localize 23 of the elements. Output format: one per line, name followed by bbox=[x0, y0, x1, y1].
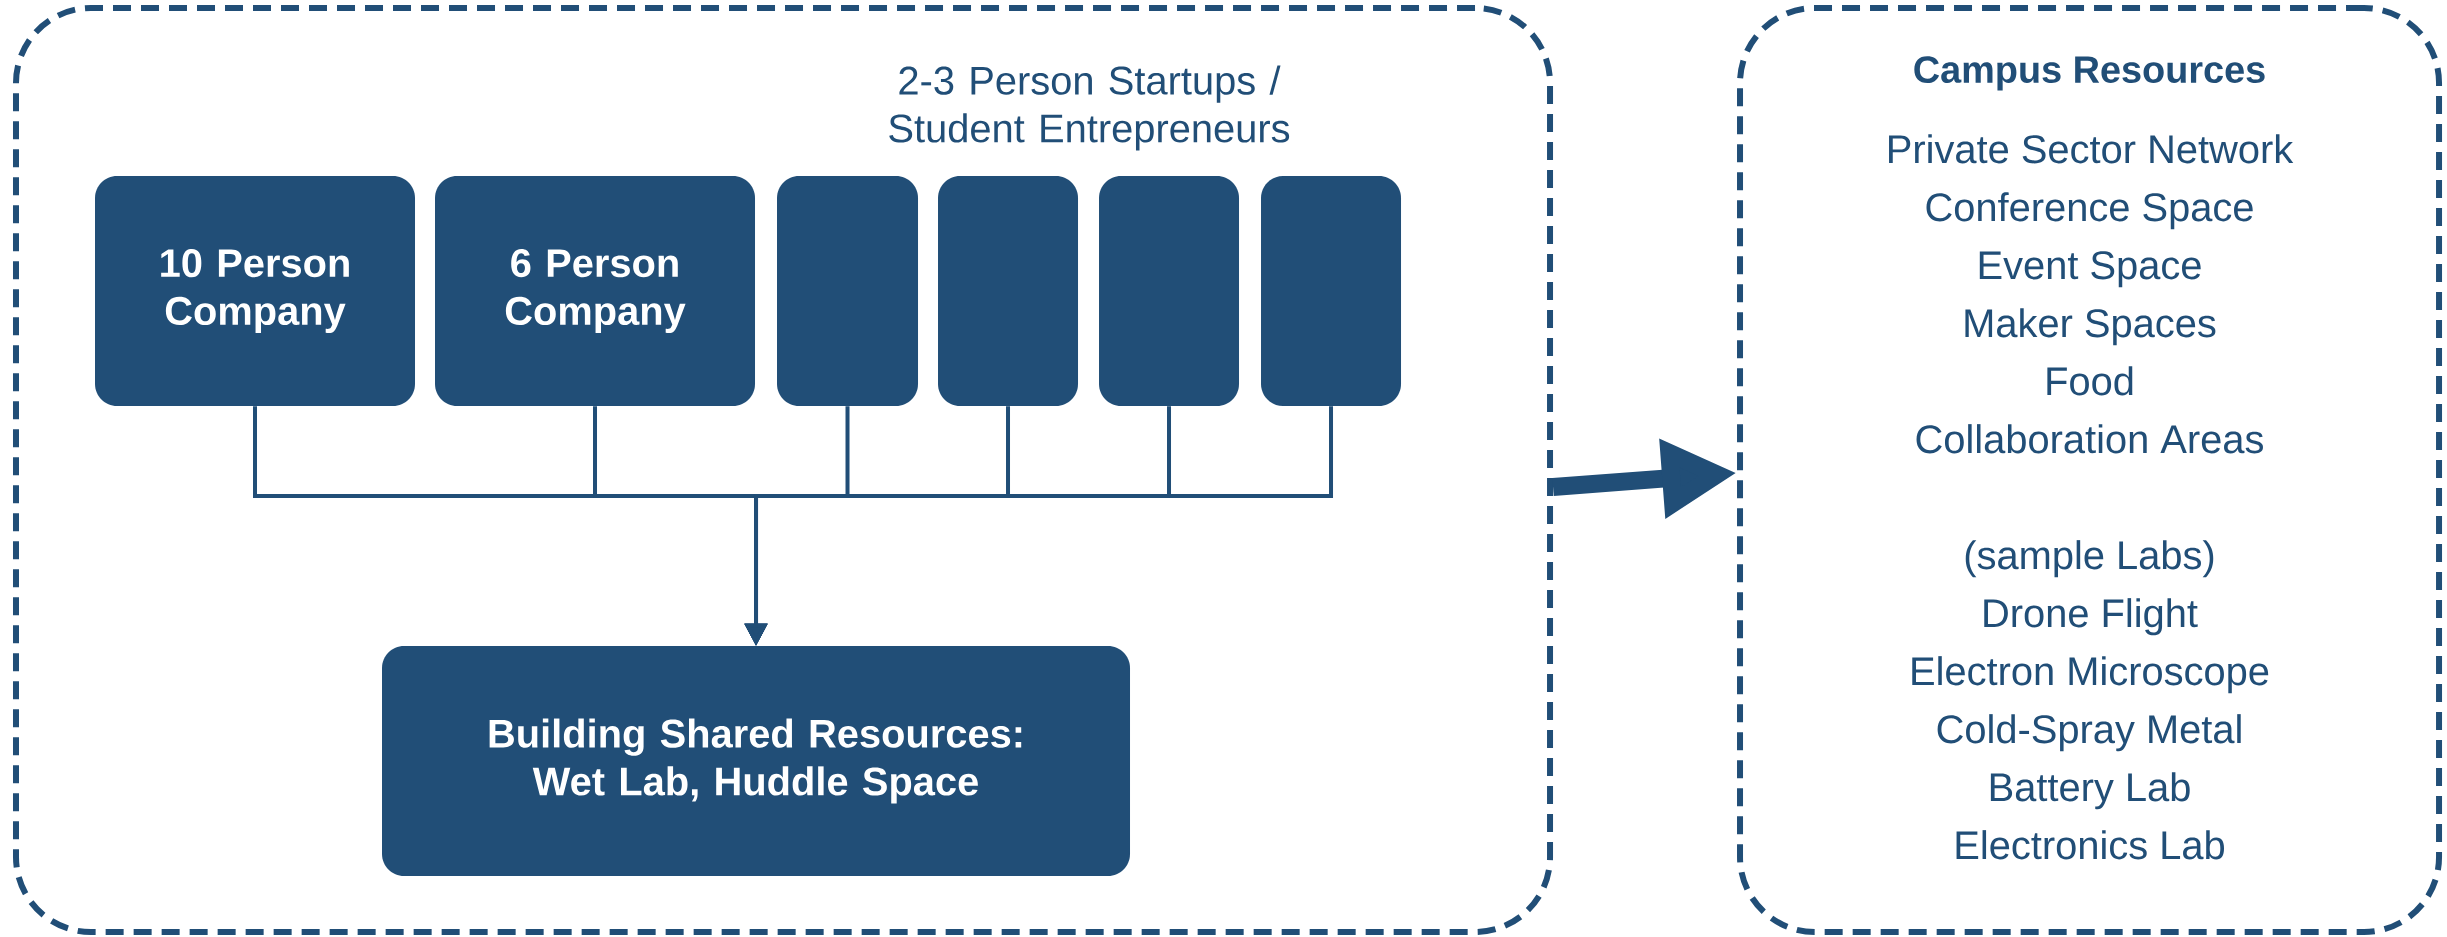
company-box: 6 Person Company bbox=[435, 176, 755, 406]
group-heading: 2-3 Person Startups / Student Entrepreneurs bbox=[889, 65, 1290, 151]
list-item: Private Sector Network bbox=[1889, 134, 2294, 164]
list-item: Collaboration Areas bbox=[1916, 424, 2263, 454]
list-item: Electron Microscope bbox=[1912, 656, 2269, 694]
startup-box bbox=[777, 176, 918, 406]
company-box: 10 Person Company bbox=[95, 176, 415, 406]
list-item: Food bbox=[2047, 366, 2133, 396]
dashed-container bbox=[13, 5, 1554, 935]
list-item: Cold-Spray Metal bbox=[1937, 714, 2241, 752]
startup-box bbox=[1261, 176, 1401, 406]
panel-heading: Campus Resources bbox=[1914, 56, 2265, 91]
dashed-container bbox=[1737, 5, 2443, 935]
startup-box bbox=[938, 176, 1078, 406]
list-item: Conference Space bbox=[1926, 192, 2253, 230]
list-item: (sample Labs) bbox=[1965, 540, 2214, 578]
list-item: Electronics Lab bbox=[1956, 830, 2224, 860]
list-item: Event Space bbox=[1979, 251, 2201, 288]
list-item: Drone Flight bbox=[1984, 598, 2198, 636]
startup-box bbox=[1099, 176, 1239, 406]
list-item: Battery Lab bbox=[1990, 772, 2190, 810]
shared-resources-box: Building Shared Resources: Wet Lab, Huddle Space bbox=[382, 646, 1130, 876]
list-item: Maker Spaces bbox=[1965, 308, 2216, 346]
